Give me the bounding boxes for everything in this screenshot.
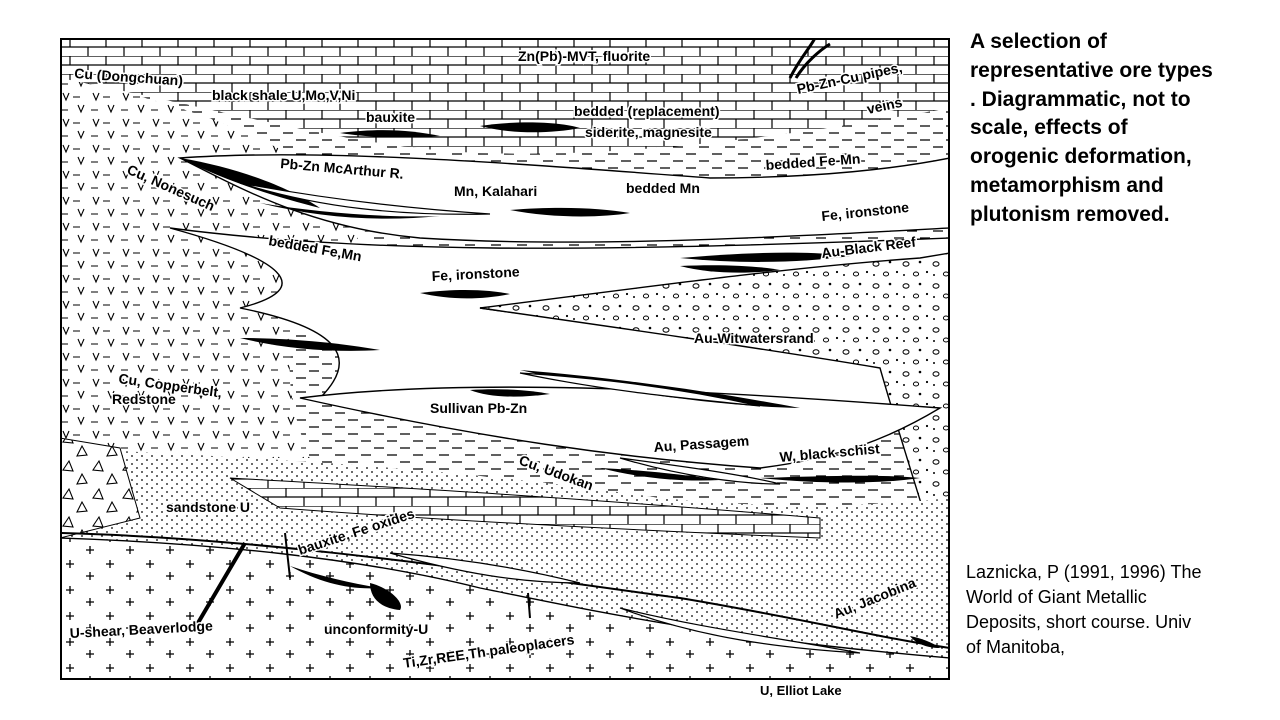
carbonate-band-lower xyxy=(229,477,821,539)
unconformity-line xyxy=(62,532,948,649)
fault-minor-2 xyxy=(527,592,531,619)
shear-fault xyxy=(193,541,247,630)
side-title-line: A selection of xyxy=(970,30,1107,53)
label-bedded-replacement: bedded (replacement) xyxy=(574,103,719,119)
side-title-line: scale, effects of xyxy=(970,116,1128,140)
label-bauxite-top: bauxite xyxy=(366,109,415,125)
witwatersrand-conglomerate xyxy=(479,252,948,594)
sullivan-lens xyxy=(299,386,943,469)
fault-minor-1 xyxy=(284,532,291,579)
side-title-line: metamorphism and xyxy=(970,173,1164,197)
side-title-line: . Diagrammatic, not to xyxy=(970,87,1191,111)
breccia-unit xyxy=(62,437,141,539)
side-title-line: representative ore types xyxy=(970,58,1213,82)
ore-types-diagram: Cu (Dongchuan) Zn(Pb)-MVT, fluorite Pb-Z… xyxy=(60,38,950,680)
granite-basement xyxy=(62,537,948,678)
label-au-witwatersrand: Au-Witwatersrand xyxy=(694,330,814,346)
label-u-shear: U-shear, Beaverlodge xyxy=(69,618,213,641)
label-mn-kalahari: Mn, Kalahari xyxy=(454,183,537,199)
reference-citation: Laznicka, P (1991, 1996) The World of Gi… xyxy=(966,560,1266,660)
reference-line: of Manitoba, xyxy=(966,637,1066,657)
label-bedded-mn: bedded Mn xyxy=(626,180,700,196)
reference-line: World of Giant Metallic xyxy=(966,587,1147,607)
reference-line: Deposits, short course. Univ xyxy=(966,612,1192,632)
label-u-elliot-lake: U, Elliot Lake xyxy=(760,683,842,698)
label-zn-mvt: Zn(Pb)-MVT, fluorite xyxy=(518,48,650,64)
label-sullivan: Sullivan Pb-Zn xyxy=(430,400,527,416)
label-redstone: Redstone xyxy=(112,391,176,407)
side-title-line: orogenic deformation, xyxy=(970,145,1192,169)
label-unconformity-u: unconformity-U xyxy=(324,621,428,637)
label-siderite-magnesite: siderite, magnesite xyxy=(585,124,712,140)
label-fe-ironstone-center: Fe, ironstone xyxy=(431,263,520,284)
shale-lens-upper xyxy=(177,154,948,243)
striped-lenses xyxy=(239,182,861,654)
pipe-vein-structure xyxy=(788,40,831,79)
diagram-border xyxy=(60,38,950,680)
label-black-shale: black shale U,Mo,V,Ni xyxy=(212,87,355,103)
diagram-svg: Cu (Dongchuan) Zn(Pb)-MVT, fluorite Pb-Z… xyxy=(60,38,950,680)
carbonate-platform xyxy=(62,40,948,154)
side-title: A selection of representative ore types … xyxy=(970,28,1260,230)
label-sandstone-u: sandstone U xyxy=(166,499,250,515)
side-title-line: plutonism removed. xyxy=(970,202,1170,226)
reference-line: Laznicka, P (1991, 1996) The xyxy=(966,562,1202,582)
